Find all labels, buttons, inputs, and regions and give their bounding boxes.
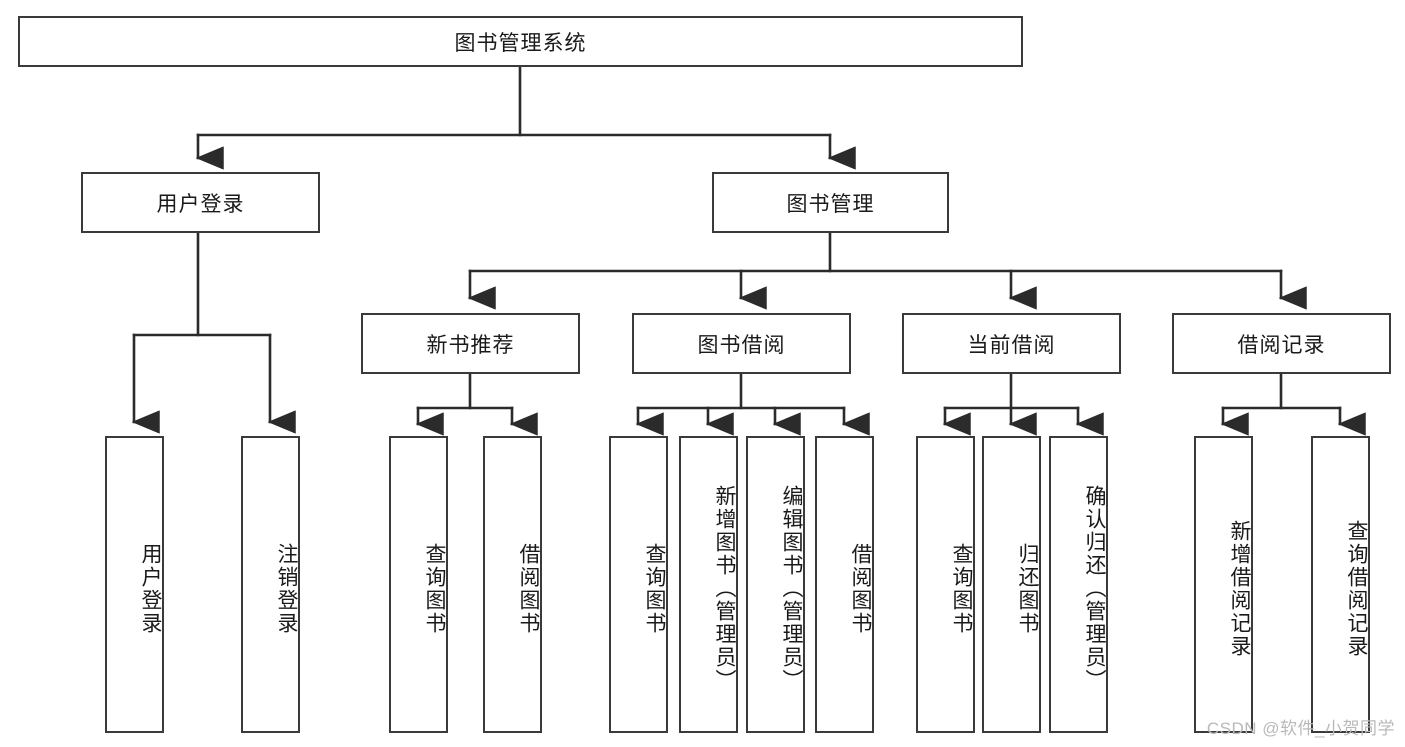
node-leaf-confirm-return-admin[interactable]: 确认归还（管理员）: [1049, 436, 1108, 733]
node-label: 图书借阅: [697, 333, 786, 357]
node-label: 图书管理: [786, 192, 875, 216]
node-book-management[interactable]: 图书管理: [712, 172, 949, 233]
node-label: 归还图书: [1016, 542, 1039, 635]
node-label: 查询图书: [643, 542, 666, 635]
node-leaf-borrow-book-recommend[interactable]: 借阅图书: [483, 436, 542, 733]
node-label: 查询图书: [950, 542, 973, 635]
node-leaf-query-book-current[interactable]: 查询图书: [916, 436, 975, 733]
node-label: 新增图书（管理员）: [713, 485, 736, 692]
node-leaf-edit-book-admin[interactable]: 编辑图书（管理员）: [746, 436, 805, 733]
node-leaf-query-book-borrow[interactable]: 查询图书: [609, 436, 668, 733]
node-label: 确认归还（管理员）: [1083, 485, 1106, 692]
node-leaf-add-book-admin[interactable]: 新增图书（管理员）: [679, 436, 738, 733]
node-root-book-management-system[interactable]: 图书管理系统: [18, 16, 1023, 67]
node-label: 图书管理系统: [454, 31, 587, 55]
node-book-borrow[interactable]: 图书借阅: [632, 313, 851, 374]
node-label: 查询借阅记录: [1345, 519, 1368, 658]
node-new-book-recommend[interactable]: 新书推荐: [361, 313, 580, 374]
node-user-login[interactable]: 用户登录: [81, 172, 320, 233]
node-leaf-logout-login[interactable]: 注销登录: [241, 436, 300, 733]
node-borrow-record[interactable]: 借阅记录: [1172, 313, 1391, 374]
csdn-watermark: CSDN @软件_小贺同学: [1206, 719, 1395, 738]
node-label: 借阅记录: [1237, 333, 1326, 357]
node-label: 借阅图书: [849, 542, 872, 635]
node-leaf-query-book-recommend[interactable]: 查询图书: [389, 436, 448, 733]
node-label: 查询图书: [423, 542, 446, 635]
node-leaf-return-book[interactable]: 归还图书: [982, 436, 1041, 733]
node-label: 注销登录: [275, 542, 298, 635]
node-label: 新增借阅记录: [1228, 519, 1251, 658]
node-label: 用户登录: [156, 192, 245, 216]
node-leaf-add-borrow-record[interactable]: 新增借阅记录: [1194, 436, 1253, 733]
node-label: 编辑图书（管理员）: [780, 485, 803, 692]
node-label: 借阅图书: [517, 542, 540, 635]
node-leaf-query-borrow-record[interactable]: 查询借阅记录: [1311, 436, 1370, 733]
node-label: 用户登录: [139, 542, 162, 635]
node-leaf-borrow-book[interactable]: 借阅图书: [815, 436, 874, 733]
node-label: 当前借阅: [967, 333, 1056, 357]
node-leaf-user-login[interactable]: 用户登录: [105, 436, 164, 733]
node-current-borrow[interactable]: 当前借阅: [902, 313, 1121, 374]
node-label: 新书推荐: [426, 333, 515, 357]
